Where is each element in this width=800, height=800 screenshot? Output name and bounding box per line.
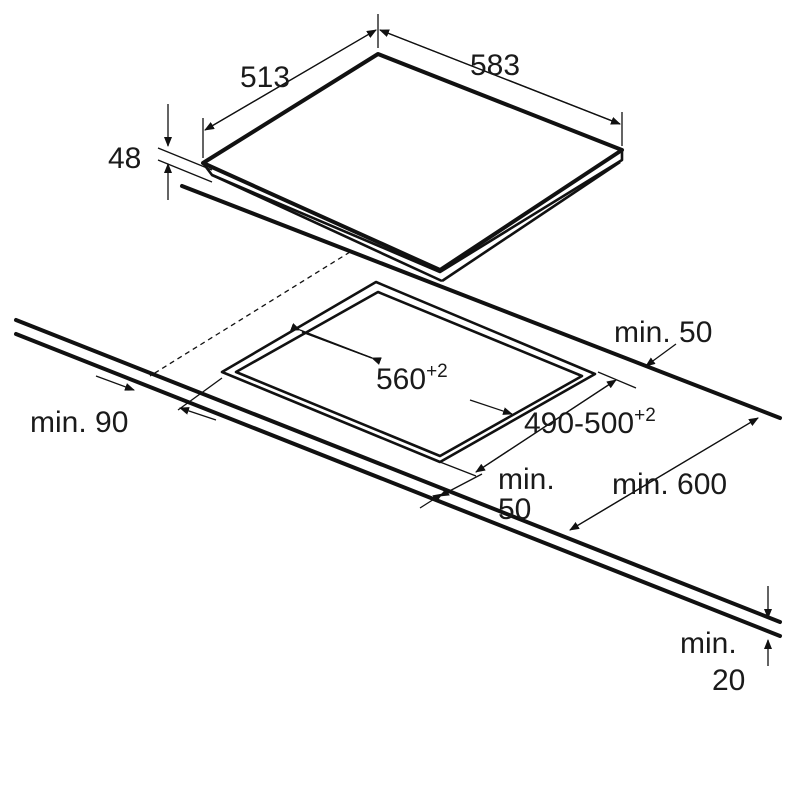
- dim-width-583: [379, 29, 623, 146]
- label-cutout-width: 560+2: [376, 361, 448, 396]
- label-cutout-depth: 490-500+2: [524, 405, 656, 440]
- dim-cutout-width-560: [290, 323, 513, 415]
- dim-min-front-90: [95, 375, 223, 421]
- dim-min-side-50: [419, 473, 483, 509]
- label-min-thickness-line1: min.: [680, 627, 737, 660]
- hob-base-lower-edge: [211, 173, 443, 283]
- dim-depth-513: [202, 14, 379, 158]
- label-min-side-line1: min.: [498, 463, 555, 496]
- cutout-inner: [234, 290, 584, 458]
- hob-base-edge: [201, 150, 624, 274]
- hob-top-surface: [201, 52, 624, 272]
- dim-cutout-depth-490-500: [439, 371, 637, 477]
- counter-hidden-edge: [149, 251, 351, 377]
- label-min-counter-depth: min. 600: [612, 468, 727, 501]
- counter-back-edge: [180, 184, 782, 420]
- counter-front-edge: [14, 318, 782, 624]
- label-min-side-line2: 50: [498, 493, 531, 526]
- dim-min-counter-600: [569, 417, 759, 531]
- label-width: 583: [470, 49, 520, 82]
- dim-height-48: [157, 104, 213, 200]
- label-depth: 513: [240, 61, 290, 94]
- label-min-rear: min. 50: [614, 316, 712, 349]
- dim-min-rear-50: [645, 343, 677, 367]
- counter-front-lower-edge: [14, 332, 782, 638]
- label-min-thickness-line2: 20: [712, 664, 745, 697]
- label-min-front: min. 90: [30, 406, 128, 439]
- hob-outline: [201, 52, 624, 283]
- label-height: 48: [108, 142, 141, 175]
- countertop: [14, 184, 782, 638]
- hob-base-right-edge: [441, 160, 621, 283]
